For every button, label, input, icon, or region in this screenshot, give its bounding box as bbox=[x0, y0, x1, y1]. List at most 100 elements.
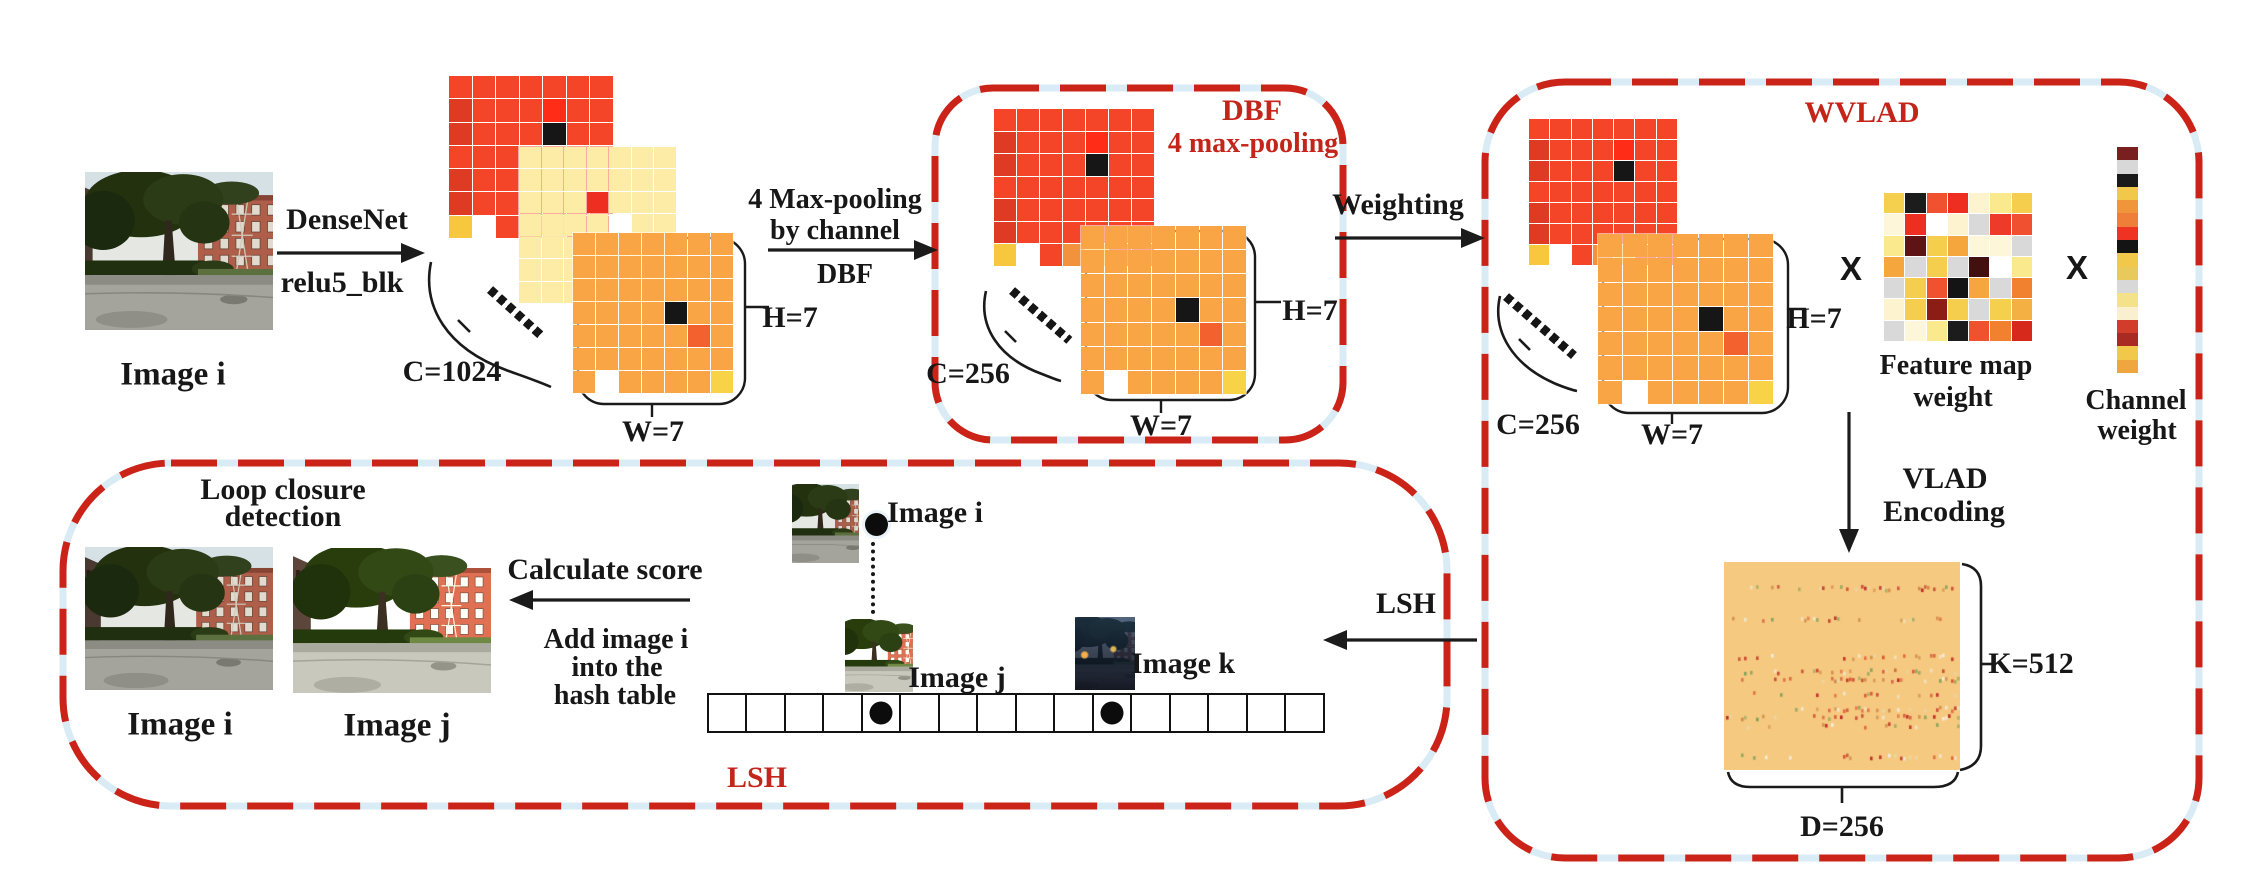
grid-cell bbox=[1104, 370, 1128, 394]
strip-cell bbox=[2117, 147, 2138, 161]
add-image-label-1: Add image i bbox=[543, 624, 689, 655]
grid-cell bbox=[1199, 226, 1223, 250]
query-photo bbox=[85, 172, 273, 330]
grid-cell bbox=[1128, 250, 1152, 274]
grid-cell bbox=[472, 122, 496, 145]
grid-cell bbox=[472, 215, 496, 238]
grid-cell bbox=[1673, 234, 1698, 258]
grid-cell bbox=[1990, 320, 2011, 341]
grid-cell bbox=[1748, 356, 1773, 380]
grid-cell bbox=[573, 233, 595, 255]
grid-cell bbox=[1598, 331, 1623, 356]
grid-cell bbox=[1648, 307, 1673, 331]
grid-cell bbox=[1990, 256, 2011, 278]
grid-cell bbox=[1529, 182, 1550, 202]
thumb-i-label: Image i bbox=[887, 496, 983, 529]
strip-cell bbox=[2117, 253, 2138, 267]
grid-cell bbox=[654, 169, 676, 191]
grid-cell bbox=[1698, 234, 1723, 258]
wvlad-box-border bbox=[1481, 78, 2203, 862]
grid-cell bbox=[564, 214, 586, 236]
grid-cell bbox=[642, 325, 664, 347]
grid-cell bbox=[1081, 274, 1104, 298]
grid-cell bbox=[1152, 298, 1175, 322]
grid-cell bbox=[1571, 245, 1592, 265]
grid-cell bbox=[1635, 203, 1656, 223]
grid-cell bbox=[1592, 161, 1614, 181]
grid-cell bbox=[496, 76, 519, 99]
grid-cell bbox=[1063, 109, 1085, 131]
wvlad-map-orange bbox=[1597, 233, 1774, 405]
grid-cell bbox=[1017, 221, 1039, 244]
grid-cell bbox=[1614, 203, 1635, 223]
grid-cell bbox=[1623, 331, 1648, 356]
loop-photo-i bbox=[85, 547, 273, 690]
grid-cell bbox=[586, 169, 609, 191]
hash-cell bbox=[1245, 693, 1287, 733]
hash-cell bbox=[1130, 693, 1172, 733]
grid-cell bbox=[711, 325, 733, 347]
grid-cell bbox=[1648, 258, 1673, 282]
grid-cell bbox=[543, 122, 566, 145]
grid-cell bbox=[642, 279, 664, 301]
grid-cell bbox=[519, 169, 541, 191]
grid-cell bbox=[543, 99, 566, 122]
grid-cell bbox=[541, 214, 564, 236]
grid-cell bbox=[519, 99, 543, 122]
grid-cell bbox=[688, 371, 710, 393]
channel-braces bbox=[427, 261, 1578, 393]
grid-cell bbox=[1132, 131, 1154, 154]
grid-cell bbox=[566, 99, 590, 122]
grid-cell bbox=[543, 76, 566, 99]
grid-cell bbox=[586, 147, 609, 169]
grid-cell bbox=[688, 348, 710, 370]
grid-cell bbox=[1748, 307, 1773, 331]
grid-cell bbox=[1081, 346, 1104, 370]
grid-cell bbox=[1063, 221, 1085, 244]
grid-cell bbox=[1884, 278, 1905, 299]
k-label: K=512 bbox=[1988, 647, 2074, 680]
grid-cell bbox=[1152, 274, 1175, 298]
grid-cell bbox=[1884, 256, 1905, 278]
relu5-blk-label: relu5_blk bbox=[280, 266, 404, 299]
grid-cell bbox=[1040, 244, 1062, 266]
grid-cell bbox=[596, 279, 618, 301]
flow-arrows bbox=[277, 228, 1859, 650]
calculate-score-label: Calculate score bbox=[507, 553, 703, 586]
dimension-ticks bbox=[650, 300, 1806, 424]
grid-cell bbox=[519, 122, 543, 145]
grid-cell bbox=[711, 256, 733, 278]
grid-cell bbox=[573, 348, 595, 370]
grid-cell bbox=[590, 99, 613, 122]
hash-cell bbox=[1014, 693, 1056, 733]
weighting-label: Weighting bbox=[1332, 188, 1464, 221]
grid-cell bbox=[1086, 109, 1108, 131]
grid-cell bbox=[665, 348, 687, 370]
grid-cell bbox=[619, 325, 641, 347]
grid-cell bbox=[1175, 298, 1199, 322]
grid-cell bbox=[1040, 221, 1062, 244]
grid-cell bbox=[519, 214, 541, 236]
grid-cell bbox=[449, 192, 472, 215]
grid-cell bbox=[1598, 380, 1623, 404]
strip-cell bbox=[2117, 240, 2138, 254]
grid-cell bbox=[449, 145, 472, 169]
grid-cell bbox=[1128, 370, 1152, 394]
strip-cell bbox=[2117, 226, 2138, 241]
grid-cell bbox=[1947, 256, 1969, 278]
grid-cell bbox=[1969, 193, 1990, 214]
strip-cell bbox=[2117, 293, 2138, 307]
grid-cell bbox=[1223, 250, 1246, 274]
grid-cell bbox=[519, 191, 541, 214]
grid-cell bbox=[1926, 214, 1947, 235]
grid-cell bbox=[573, 302, 595, 324]
strip-cell bbox=[2117, 160, 2138, 174]
grid-cell bbox=[1723, 234, 1748, 258]
vlad-label-1: VLAD bbox=[1902, 462, 1988, 495]
grid-cell bbox=[1598, 356, 1623, 380]
grid-cell bbox=[1223, 274, 1246, 298]
grid-cell bbox=[1040, 176, 1062, 199]
grid-cell bbox=[1086, 199, 1108, 221]
grid-cell bbox=[1223, 322, 1246, 346]
